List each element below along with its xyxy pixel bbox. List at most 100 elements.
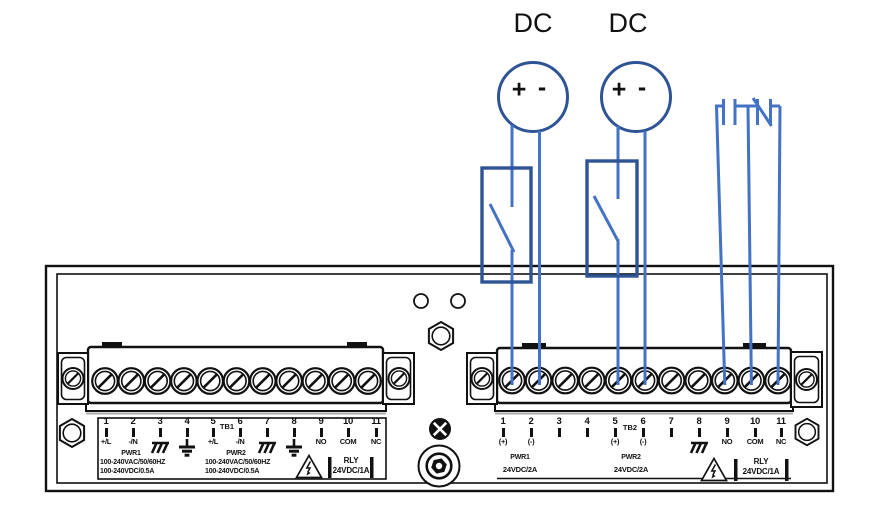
terminal-number: 7 (264, 416, 270, 427)
terminal-number: 10 (750, 416, 760, 427)
terminal-number: 4 (184, 416, 190, 427)
minus-sign: - (637, 73, 647, 102)
relay-no-nc-contacts-symbol (714, 97, 782, 386)
terminal-tick (641, 428, 645, 437)
terminal-label: NO (721, 437, 733, 446)
tb1-terminal-7: 7 (253, 416, 281, 438)
tb1-terminal-5: 5 +/L (199, 416, 227, 446)
tb1-terminal-1: 1 +/L (92, 416, 120, 446)
dc-source-circle-symbol (600, 61, 672, 133)
terminal-number: 2 (528, 416, 534, 427)
tb1-terminal-block (57, 342, 415, 480)
tb2-pwr1-rating: 24VDC/2A (502, 464, 538, 474)
switch-blade (488, 203, 516, 253)
terminal-number: 5 (612, 416, 618, 427)
terminal-number: 3 (157, 416, 163, 427)
tb2-terminal-4: 4 (573, 416, 601, 438)
terminal-tick (346, 428, 350, 437)
dc-source-2-label: DC (608, 8, 648, 38)
terminal-tick (753, 428, 757, 437)
tb1-terminal-4: 4 (173, 416, 201, 438)
tb1-terminal-8: 8 (280, 416, 308, 438)
wiring (488, 97, 782, 386)
terminal-tick (697, 428, 701, 437)
panel-hole-right (450, 293, 466, 309)
terminal-tick (501, 428, 505, 437)
tb2-pwr1-label: PWR1 (510, 454, 530, 461)
terminal-number: 2 (130, 416, 136, 427)
terminal-number: 8 (696, 416, 702, 427)
terminal-number: 3 (556, 416, 562, 427)
tb2-terminal-6: 6(-) (629, 416, 657, 446)
terminal-label: (-) (527, 437, 535, 446)
terminal-label: +/L (207, 437, 219, 446)
wire-relay-nc (776, 105, 782, 386)
plus-sign: + (611, 75, 627, 104)
terminal-label: +/L (100, 437, 112, 446)
tb1-name: TB1 (219, 422, 235, 431)
tb2-rly-rating: 24VDC/1A (742, 467, 780, 476)
terminal-label: NC (775, 437, 787, 446)
terminal-label: (+) (610, 437, 620, 446)
tb2-terminal-2: 2 (-) (517, 416, 545, 446)
plus-sign: + (511, 75, 527, 104)
terminal-tick (185, 428, 189, 437)
tb1-pwr2-rating-2: 100-240VDC/0.5A (205, 467, 260, 475)
terminal-tick (557, 428, 561, 437)
terminal-tick (613, 428, 617, 437)
tb1-left-bracket (57, 352, 89, 405)
terminal-tick (158, 428, 162, 437)
terminal-number: 9 (724, 416, 730, 427)
panel-hole-left (413, 293, 429, 309)
wire-relay-com (746, 105, 753, 386)
tb1-rly-rating: 24VDC/1A (332, 465, 370, 475)
terminal-number: 6 (640, 416, 646, 427)
switch-contact-symbol (585, 159, 639, 278)
terminal-tick (104, 428, 108, 437)
terminal-number: 11 (776, 416, 786, 427)
dc-source-1-label: DC (513, 8, 553, 38)
tb1-terminal-6: 6-/N (226, 416, 254, 446)
terminal-number: 6 (237, 416, 243, 427)
terminal-tick (265, 428, 269, 437)
tb2-rly-label: RLY (753, 457, 769, 466)
terminal-tick (238, 428, 242, 437)
terminal-number: 5 (210, 416, 216, 427)
terminal-tick (211, 428, 215, 437)
terminal-label: COM (746, 437, 764, 446)
switch-blade (592, 195, 620, 242)
hex-nut-icon (794, 417, 820, 447)
terminal-label: COM (339, 437, 357, 446)
terminal-number: 8 (291, 416, 297, 427)
ground-screw-icon (428, 417, 451, 440)
terminal-number: 9 (318, 416, 324, 427)
dc-source-circle-symbol (497, 61, 569, 133)
tb1-screws (90, 366, 383, 396)
terminal-number: 1 (500, 416, 506, 427)
terminal-label: (+) (498, 437, 508, 446)
terminal-tick (779, 428, 783, 437)
terminal-tick (292, 428, 296, 437)
tb1-terminal-2: 2 -/N (119, 416, 147, 446)
terminal-number: 1 (103, 416, 109, 427)
wire-relay-no (714, 104, 727, 386)
tb1-terminal-3: 3 (146, 416, 174, 438)
tb2-terminal-7: 7 (657, 416, 685, 438)
terminal-number: 11 (371, 416, 381, 427)
tb2-name: TB2 (622, 423, 638, 432)
terminal-tick (725, 428, 729, 437)
tb1-pwr1-rating-1: 100-240VAC/50/60HZ (100, 459, 166, 466)
tb1-pwr1-label: PWR1 (121, 450, 141, 457)
tb1-label-box (97, 417, 387, 480)
tb1-pwr2-label: PWR2 (226, 450, 246, 457)
terminal-label: -/N (128, 437, 138, 446)
tb2-terminal-5: 5 (+) (601, 416, 629, 446)
tb2-terminal-1: 1 (+) (489, 416, 517, 446)
round-connector-icon (417, 444, 461, 488)
